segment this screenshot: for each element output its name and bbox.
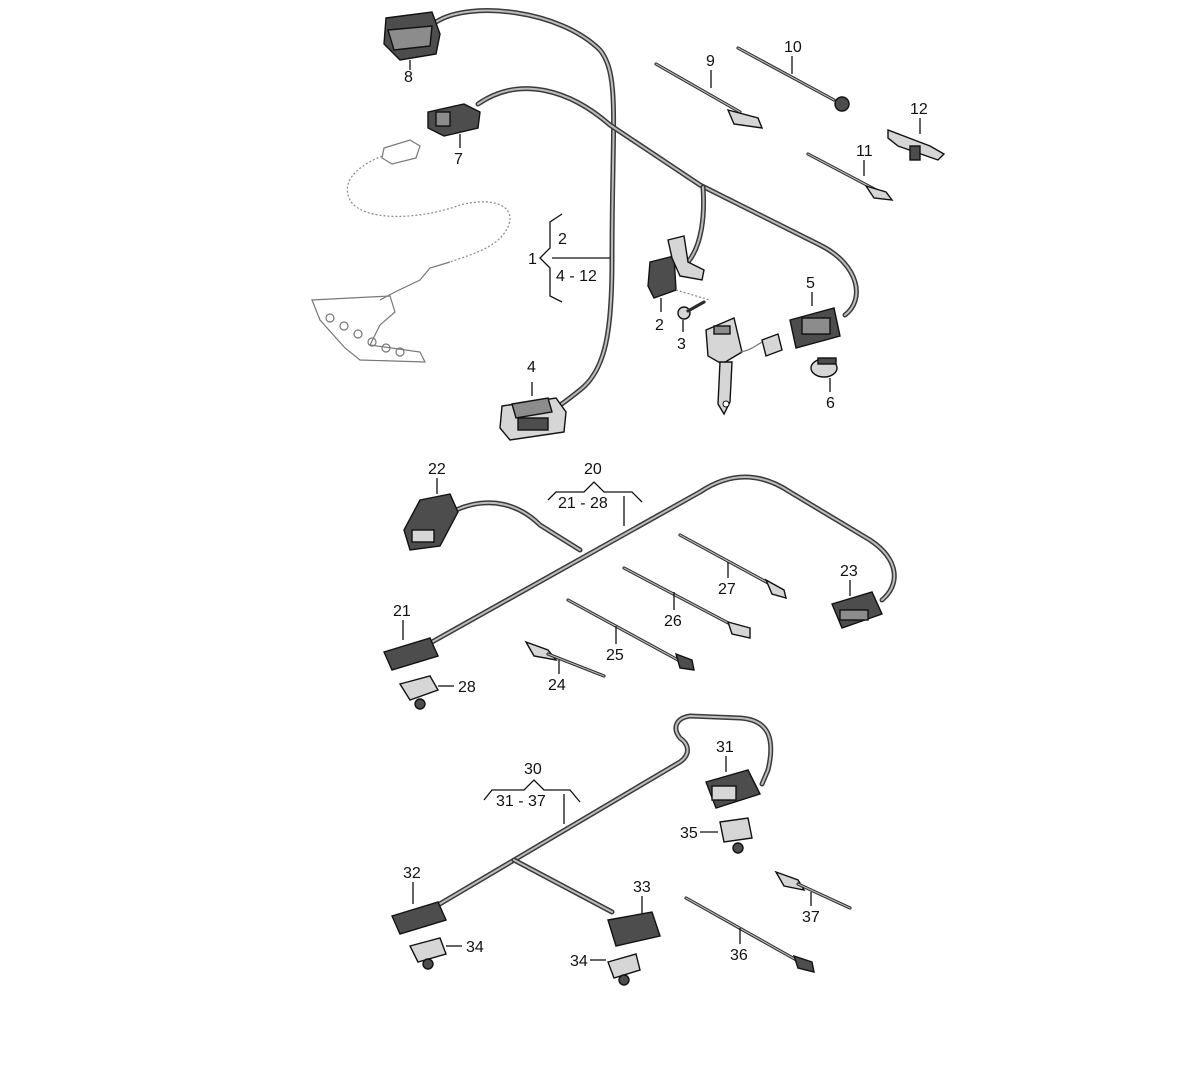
belt-buckle-illustration — [705, 317, 783, 416]
harness-30 — [435, 713, 774, 915]
cable-tie-36: 36 — [684, 896, 815, 973]
label-28: 28 — [458, 679, 476, 696]
seat-sensor-illustration — [311, 139, 511, 363]
label-35: 35 — [680, 825, 698, 842]
connector-31: 31 — [705, 739, 761, 809]
label-26: 26 — [664, 613, 682, 630]
group-20-range: 21 - 28 — [558, 495, 608, 512]
clip-12: 12 — [887, 101, 946, 161]
connector-33: 33 — [607, 879, 661, 947]
label-25: 25 — [606, 647, 624, 664]
cable-tie-25: 25 — [566, 598, 695, 671]
label-7: 7 — [454, 151, 463, 168]
clip-35: 35 — [680, 817, 753, 854]
label-37: 37 — [802, 909, 820, 926]
label-11: 11 — [856, 143, 873, 160]
harness-1 — [433, 8, 859, 408]
label-31: 31 — [716, 739, 734, 756]
connector-4: 4 — [499, 359, 567, 441]
connector-7: 7 — [427, 103, 481, 168]
label-10: 10 — [784, 39, 802, 56]
label-33: 33 — [633, 879, 651, 896]
cable-tie-9: 9 — [654, 53, 764, 129]
harness-20 — [429, 474, 897, 645]
clip-37: 37 — [774, 870, 852, 926]
clip-28: 28 — [398, 675, 476, 710]
group-1-bracket: 1 2 4 - 12 — [528, 213, 610, 303]
label-9: 9 — [706, 53, 715, 70]
label-24: 24 — [548, 677, 566, 694]
cable-tie-11: 11 — [806, 143, 894, 201]
group-30-bracket: 30 31 - 37 — [483, 761, 581, 824]
clip-34-left: 34 — [408, 937, 484, 970]
connector-8: 8 — [383, 11, 441, 86]
connector-2: 2 — [647, 235, 711, 334]
connector-22: 22 — [403, 461, 459, 551]
clip-34-right: 34 — [570, 953, 641, 986]
connector-32: 32 — [391, 865, 447, 935]
connector-21: 21 — [383, 603, 439, 671]
label-3: 3 — [677, 336, 686, 353]
label-6: 6 — [826, 395, 835, 412]
clip-6: 6 — [810, 357, 838, 412]
label-34-right: 34 — [570, 953, 588, 970]
clip-24: 24 — [524, 640, 606, 694]
group-20-bracket: 20 21 - 28 — [547, 461, 643, 526]
cable-tie-10: 10 — [736, 39, 850, 112]
label-5: 5 — [806, 275, 815, 292]
group-30-range: 31 - 37 — [496, 793, 546, 810]
label-2: 2 — [655, 317, 664, 334]
label-32: 32 — [403, 865, 421, 882]
label-12: 12 — [910, 101, 928, 118]
label-21: 21 — [393, 603, 411, 620]
label-36: 36 — [730, 947, 748, 964]
screw-3: 3 — [677, 300, 706, 353]
connector-5: 5 — [789, 275, 841, 349]
label-23: 23 — [840, 563, 858, 580]
label-4: 4 — [527, 359, 536, 376]
group-1-range-top: 2 — [558, 231, 567, 248]
cable-tie-27: 27 — [678, 533, 787, 600]
label-20: 20 — [584, 461, 602, 478]
label-30: 30 — [524, 761, 542, 778]
label-22: 22 — [428, 461, 446, 478]
label-34-left: 34 — [466, 939, 484, 956]
group-1-range-bottom: 4 - 12 — [556, 268, 597, 285]
cable-tie-26: 26 — [622, 566, 751, 639]
label-8: 8 — [404, 69, 413, 86]
connector-23: 23 — [831, 563, 883, 629]
label-27: 27 — [718, 581, 736, 598]
label-1: 1 — [528, 251, 537, 268]
